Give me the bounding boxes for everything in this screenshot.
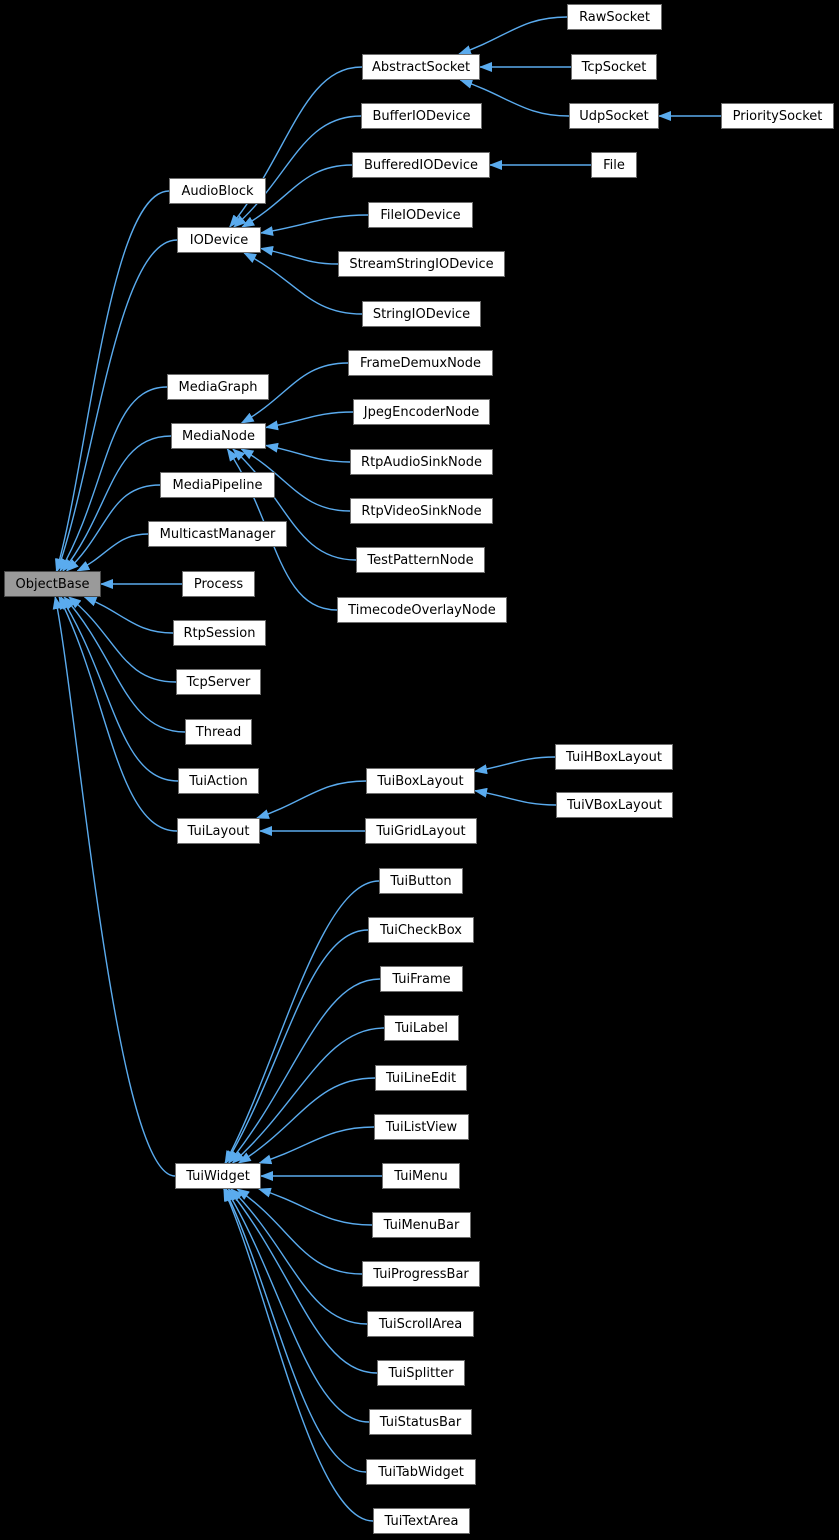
class-node-TuiAction[interactable]: TuiAction bbox=[178, 768, 259, 794]
class-node-TcpSocket[interactable]: TcpSocket bbox=[571, 54, 657, 80]
inheritance-edge-FileIODevice-to-IODevice bbox=[260, 214, 369, 236]
inheritance-edge-TuiSplitter-to-TuiWidget bbox=[227, 1188, 378, 1374]
class-node-RtpAudioSinkNode[interactable]: RtpAudioSinkNode bbox=[350, 449, 493, 475]
inheritance-edge-RawSocket-to-AbstractSocket bbox=[458, 16, 568, 55]
class-node-TuiTextArea[interactable]: TuiTextArea bbox=[373, 1508, 470, 1534]
class-node-MulticastManager[interactable]: MulticastManager bbox=[148, 521, 287, 547]
class-node-TuiLineEdit[interactable]: TuiLineEdit bbox=[375, 1065, 467, 1091]
class-node-TuiGridLayout[interactable]: TuiGridLayout bbox=[365, 818, 477, 844]
inheritance-edge-TuiCheckBox-to-TuiWidget bbox=[225, 929, 369, 1164]
class-node-TuiScrollArea[interactable]: TuiScrollArea bbox=[367, 1311, 474, 1337]
class-node-StringIODevice[interactable]: StringIODevice bbox=[362, 301, 481, 327]
inheritance-edge-TuiButton-to-TuiWidget bbox=[224, 880, 380, 1164]
class-node-TuiBoxLayout[interactable]: TuiBoxLayout bbox=[366, 768, 475, 794]
class-node-TestPatternNode[interactable]: TestPatternNode bbox=[356, 547, 485, 573]
inheritance-edge-StringIODevice-to-IODevice bbox=[243, 252, 363, 315]
class-node-RtpSession[interactable]: RtpSession bbox=[173, 620, 266, 646]
inheritance-edge-JpegEncoderNode-to-MediaNode bbox=[265, 411, 354, 431]
inheritance-edge-TuiStatusBar-to-TuiWidget bbox=[225, 1188, 370, 1423]
inheritance-edge-TuiBoxLayout-to-TuiLayout bbox=[255, 780, 367, 819]
class-node-TuiSplitter[interactable]: TuiSplitter bbox=[377, 1360, 465, 1386]
inheritance-edge-TestPatternNode-to-MediaNode bbox=[232, 448, 357, 561]
inheritance-edge-TuiWidget-to-ObjectBase bbox=[52, 596, 176, 1177]
inheritance-edge-TuiHBoxLayout-to-TuiBoxLayout bbox=[474, 756, 556, 775]
inheritance-edge-TuiTabWidget-to-TuiWidget bbox=[223, 1188, 367, 1473]
class-node-JpegEncoderNode[interactable]: JpegEncoderNode bbox=[353, 399, 490, 425]
class-node-TuiStatusBar[interactable]: TuiStatusBar bbox=[369, 1409, 472, 1435]
inheritance-edge-StreamStringIODevice-to-IODevice bbox=[260, 245, 339, 265]
class-node-TuiFrame[interactable]: TuiFrame bbox=[380, 966, 463, 992]
inheritance-edge-TuiVBoxLayout-to-TuiBoxLayout bbox=[474, 787, 557, 806]
inheritance-edge-TuiLabel-to-TuiWidget bbox=[231, 1027, 385, 1164]
inheritance-edge-TcpServer-to-ObjectBase bbox=[68, 596, 177, 683]
inheritance-edge-BufferedIODevice-to-IODevice bbox=[241, 164, 353, 228]
inheritance-edge-TuiFrame-to-TuiWidget bbox=[228, 978, 381, 1164]
inheritance-edge-TuiLayout-to-ObjectBase bbox=[58, 596, 178, 832]
class-node-Thread[interactable]: Thread bbox=[185, 719, 252, 745]
class-node-TuiWidget[interactable]: TuiWidget bbox=[175, 1163, 261, 1189]
class-node-TimecodeOverlayNode[interactable]: TimecodeOverlayNode bbox=[337, 597, 507, 623]
inheritance-edge-RtpSession-to-ObjectBase bbox=[83, 596, 174, 634]
class-node-TuiVBoxLayout[interactable]: TuiVBoxLayout bbox=[556, 792, 673, 818]
class-node-MediaPipeline[interactable]: MediaPipeline bbox=[160, 472, 275, 498]
class-node-StreamStringIODevice[interactable]: StreamStringIODevice bbox=[338, 251, 505, 277]
inheritance-edge-TuiProgressBar-to-TuiWidget bbox=[236, 1188, 363, 1275]
inheritance-edge-RtpVideoSinkNode-to-MediaNode bbox=[240, 448, 351, 512]
inheritance-edge-BufferIODevice-to-IODevice bbox=[233, 115, 362, 228]
class-node-ObjectBase: ObjectBase bbox=[4, 571, 101, 597]
inheritance-edge-FrameDemuxNode-to-MediaNode bbox=[240, 362, 349, 424]
class-node-TuiListView[interactable]: TuiListView bbox=[374, 1114, 469, 1140]
inheritance-edge-IODevice-to-ObjectBase bbox=[56, 239, 178, 572]
class-node-AudioBlock[interactable]: AudioBlock bbox=[169, 178, 266, 204]
inheritance-edge-AudioBlock-to-ObjectBase bbox=[55, 190, 170, 572]
class-node-TuiLabel[interactable]: TuiLabel bbox=[384, 1015, 459, 1041]
class-node-TuiTabWidget[interactable]: TuiTabWidget bbox=[366, 1459, 476, 1485]
class-node-AbstractSocket[interactable]: AbstractSocket bbox=[362, 54, 480, 80]
class-node-MediaGraph[interactable]: MediaGraph bbox=[167, 374, 269, 400]
inheritance-edge-RtpAudioSinkNode-to-MediaNode bbox=[265, 442, 351, 463]
class-node-MediaNode[interactable]: MediaNode bbox=[171, 423, 266, 449]
inheritance-edge-MediaGraph-to-ObjectBase bbox=[59, 386, 168, 572]
class-node-BufferIODevice[interactable]: BufferIODevice bbox=[361, 103, 482, 129]
class-node-TuiMenu[interactable]: TuiMenu bbox=[382, 1163, 460, 1189]
class-node-TuiButton[interactable]: TuiButton bbox=[379, 868, 463, 894]
inheritance-edge-MediaNode-to-ObjectBase bbox=[62, 435, 172, 572]
class-node-TuiCheckBox[interactable]: TuiCheckBox bbox=[368, 917, 474, 943]
inheritance-edge-MulticastManager-to-ObjectBase bbox=[76, 533, 149, 572]
class-node-PrioritySocket[interactable]: PrioritySocket bbox=[721, 103, 834, 129]
inheritance-edge-TuiLineEdit-to-TuiWidget bbox=[237, 1077, 376, 1164]
class-node-IODevice[interactable]: IODevice bbox=[177, 227, 261, 253]
inheritance-edge-Thread-to-ObjectBase bbox=[63, 596, 186, 733]
class-node-RtpVideoSinkNode[interactable]: RtpVideoSinkNode bbox=[350, 498, 493, 524]
class-node-File[interactable]: File bbox=[591, 152, 637, 178]
inheritance-edge-MediaPipeline-to-ObjectBase bbox=[65, 484, 161, 572]
inheritance-edge-TuiAction-to-ObjectBase bbox=[60, 596, 179, 782]
class-node-TcpServer[interactable]: TcpServer bbox=[176, 669, 261, 695]
class-node-UdpSocket[interactable]: UdpSocket bbox=[569, 103, 659, 129]
inheritance-edge-TuiTextArea-to-TuiWidget bbox=[223, 1188, 374, 1522]
class-node-TuiLayout[interactable]: TuiLayout bbox=[177, 818, 260, 844]
class-node-Process[interactable]: Process bbox=[182, 571, 255, 597]
inheritance-edge-TuiMenuBar-to-TuiWidget bbox=[257, 1187, 373, 1226]
class-node-FrameDemuxNode[interactable]: FrameDemuxNode bbox=[348, 350, 493, 376]
inheritance-edge-TuiListView-to-TuiWidget bbox=[258, 1126, 375, 1165]
class-node-BufferedIODevice[interactable]: BufferedIODevice bbox=[352, 152, 490, 178]
class-node-TuiMenuBar[interactable]: TuiMenuBar bbox=[372, 1212, 471, 1238]
class-node-RawSocket[interactable]: RawSocket bbox=[567, 4, 662, 30]
class-node-FileIODevice[interactable]: FileIODevice bbox=[368, 202, 473, 228]
inheritance-edge-UdpSocket-to-AbstractSocket bbox=[459, 79, 570, 117]
class-node-TuiHBoxLayout[interactable]: TuiHBoxLayout bbox=[555, 744, 673, 770]
class-node-TuiProgressBar[interactable]: TuiProgressBar bbox=[362, 1261, 480, 1287]
inheritance-edge-TuiScrollArea-to-TuiWidget bbox=[230, 1188, 368, 1325]
